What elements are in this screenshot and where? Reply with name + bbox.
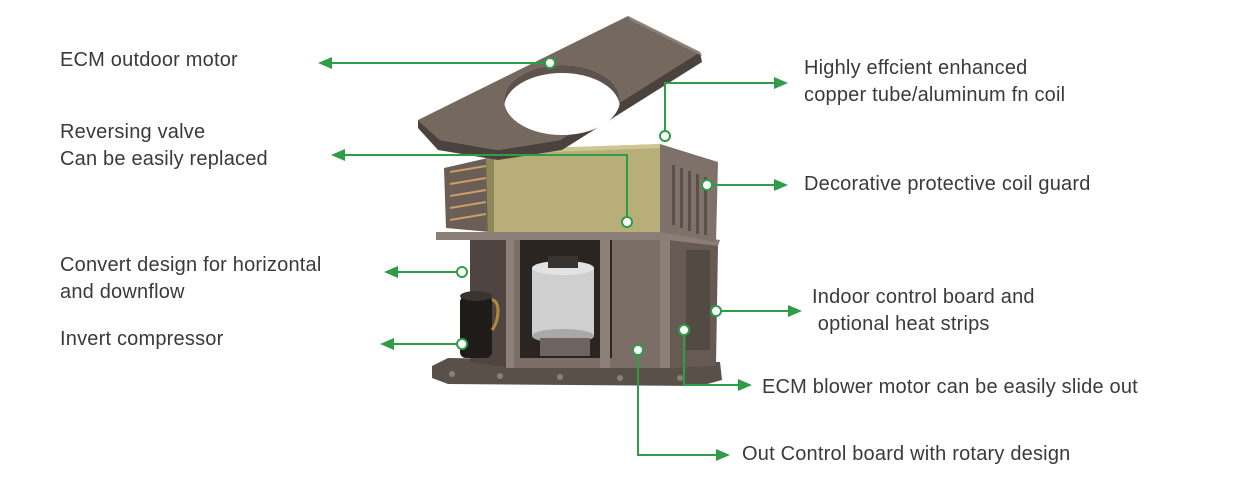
label-coil: Highly effcient enhanced copper tube/alu… <box>804 57 1066 106</box>
label-out-control-board: Out Control board with rotary design <box>742 443 1071 465</box>
mid-shelf <box>436 232 720 246</box>
label-invert-compressor: Invert compressor <box>60 328 224 350</box>
coil-guard <box>660 144 718 242</box>
label-indoor-control-board: Indoor control board and optional heat s… <box>812 286 1035 335</box>
fan-opening <box>504 65 620 135</box>
top-lid <box>418 16 702 160</box>
outdoor-coil <box>444 158 490 232</box>
indoor-coil-box <box>486 144 664 232</box>
leader-arrowheads <box>318 57 802 461</box>
label-ecm-outdoor-motor: ECM outdoor motor <box>60 49 238 71</box>
label-coil-guard: Decorative protective coil guard <box>804 173 1091 195</box>
label-reversing-valve: Reversing valve Can be easily replaced <box>60 121 268 170</box>
blower-motor <box>532 256 594 356</box>
compressor <box>460 291 500 358</box>
callout-dots <box>456 57 722 356</box>
label-convert-design: Convert design for horizontal and downfl… <box>60 254 322 303</box>
label-ecm-blower-motor: ECM blower motor can be easily slide out <box>762 376 1138 398</box>
leader-lines <box>330 62 790 456</box>
hvac-unit-illustration <box>418 16 722 386</box>
